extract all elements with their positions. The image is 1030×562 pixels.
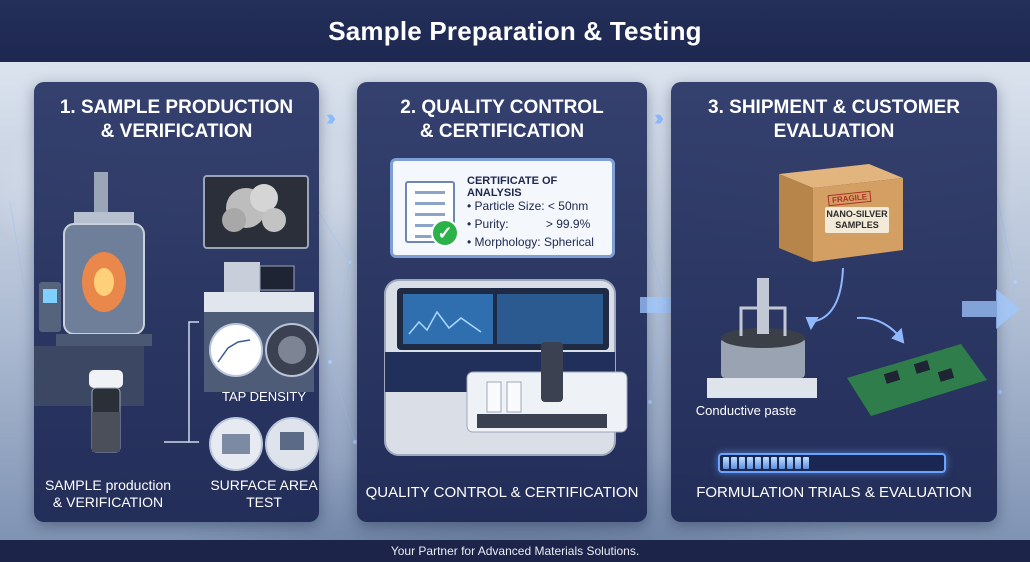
panel-title-line1: 2. QUALITY CONTROL bbox=[400, 97, 604, 118]
progress-segment bbox=[739, 457, 745, 469]
certificate-row: Particle Size: < 50nm bbox=[467, 197, 594, 215]
progress-fill bbox=[723, 457, 809, 469]
progress-segment bbox=[755, 457, 761, 469]
analyzer-icon bbox=[384, 279, 628, 456]
flow-arrows bbox=[805, 267, 905, 344]
chevron-right-icon: ››› bbox=[654, 105, 664, 130]
progress-segment bbox=[723, 457, 729, 469]
surface-caption-line2: TEST bbox=[246, 494, 282, 510]
panel-title-line1: 3. SHIPMENT & CUSTOMER bbox=[708, 97, 960, 118]
certificate-row: Purity: > 99.9% bbox=[467, 215, 594, 233]
tap-density-icon bbox=[209, 323, 319, 377]
progress-segment bbox=[771, 457, 777, 469]
progress-segment bbox=[795, 457, 801, 469]
panel-title-line2: & VERIFICATION bbox=[100, 121, 253, 142]
box-label-line2: SAMPLES bbox=[835, 220, 879, 230]
certificate-title: CERTIFICATE OF ANALYSIS bbox=[467, 175, 558, 199]
page-title: Sample Preparation & Testing bbox=[328, 15, 702, 46]
progress-segment bbox=[787, 457, 793, 469]
reactor-icon bbox=[34, 172, 152, 406]
panel-title-line1: 1. SAMPLE PRODUCTION bbox=[59, 97, 294, 118]
panel-title: 3. SHIPMENT & CUSTOMER EVALUATION bbox=[671, 96, 997, 144]
quality-control-caption: QUALITY CONTROL & CERTIFICATION bbox=[365, 484, 639, 501]
cert-label: Purity: bbox=[474, 217, 509, 231]
sample-production-illustration bbox=[34, 172, 319, 471]
panel-title: 1. SAMPLE PRODUCTION & VERIFICATION bbox=[34, 96, 319, 144]
panel-quality-control: 2. QUALITY CONTROL & CERTIFICATION QUALI… bbox=[357, 82, 647, 522]
box-label-line1: NANO-SILVER bbox=[826, 209, 888, 219]
sample-production-caption: SAMPLE production & VERIFICATION bbox=[38, 477, 178, 511]
cert-label: Particle Size: bbox=[474, 199, 545, 213]
certificate-of-analysis: ✓ CERTIFICATE OF ANALYSIS Particle Size:… bbox=[390, 158, 615, 258]
progress-segment bbox=[747, 457, 753, 469]
vial-icon bbox=[89, 370, 123, 453]
certificate-row: Morphology: Spherical bbox=[467, 233, 594, 251]
panel-title-line2: EVALUATION bbox=[773, 121, 895, 142]
progress-segment bbox=[763, 457, 769, 469]
chevron-right-icon: ››› bbox=[326, 105, 336, 130]
conductive-paste-caption: Conductive paste bbox=[695, 403, 797, 418]
cert-value: < 50nm bbox=[547, 199, 589, 213]
formulation-caption: FORMULATION TRIALS & EVALUATION bbox=[696, 484, 972, 501]
box-label: NANO-SILVER SAMPLES bbox=[825, 207, 889, 233]
progress-segment bbox=[731, 457, 737, 469]
analyzer-illustration bbox=[384, 279, 628, 456]
panel-title-line2: & CERTIFICATION bbox=[419, 121, 585, 142]
circuit-board-icon bbox=[847, 344, 987, 416]
panel-sample-production: 1. SAMPLE PRODUCTION & VERIFICATION bbox=[34, 82, 319, 522]
cert-value: Spherical bbox=[543, 235, 594, 249]
surface-caption-line1: SURFACE AREA bbox=[210, 477, 318, 493]
check-icon: ✓ bbox=[431, 219, 459, 247]
tap-density-caption: TAP DENSITY bbox=[221, 389, 307, 404]
surface-area-icon bbox=[209, 417, 319, 471]
panel-shipment-evaluation: 3. SHIPMENT & CUSTOMER EVALUATION bbox=[671, 82, 997, 522]
sample-caption-line1: SAMPLE production bbox=[44, 477, 172, 493]
title-bar: Sample Preparation & Testing bbox=[0, 0, 1030, 62]
arrow-right-icon bbox=[962, 289, 1020, 329]
sample-caption-line2: & VERIFICATION bbox=[52, 494, 164, 510]
cert-value: > 99.9% bbox=[545, 217, 591, 231]
connector-lines bbox=[164, 321, 199, 443]
progress-segment bbox=[779, 457, 785, 469]
panel-title: 2. QUALITY CONTROL & CERTIFICATION bbox=[357, 96, 647, 144]
certificate-list: Particle Size: < 50nm Purity: > 99.9% Mo… bbox=[467, 197, 594, 251]
paste-mixer-icon bbox=[707, 278, 817, 398]
progress-bar bbox=[718, 453, 946, 473]
cert-label: Morphology: bbox=[474, 235, 541, 249]
footer: Your Partner for Advanced Materials Solu… bbox=[0, 540, 1030, 562]
surface-area-caption: SURFACE AREA TEST bbox=[204, 477, 319, 511]
progress-segment bbox=[803, 457, 809, 469]
shipment-illustration bbox=[707, 164, 987, 416]
